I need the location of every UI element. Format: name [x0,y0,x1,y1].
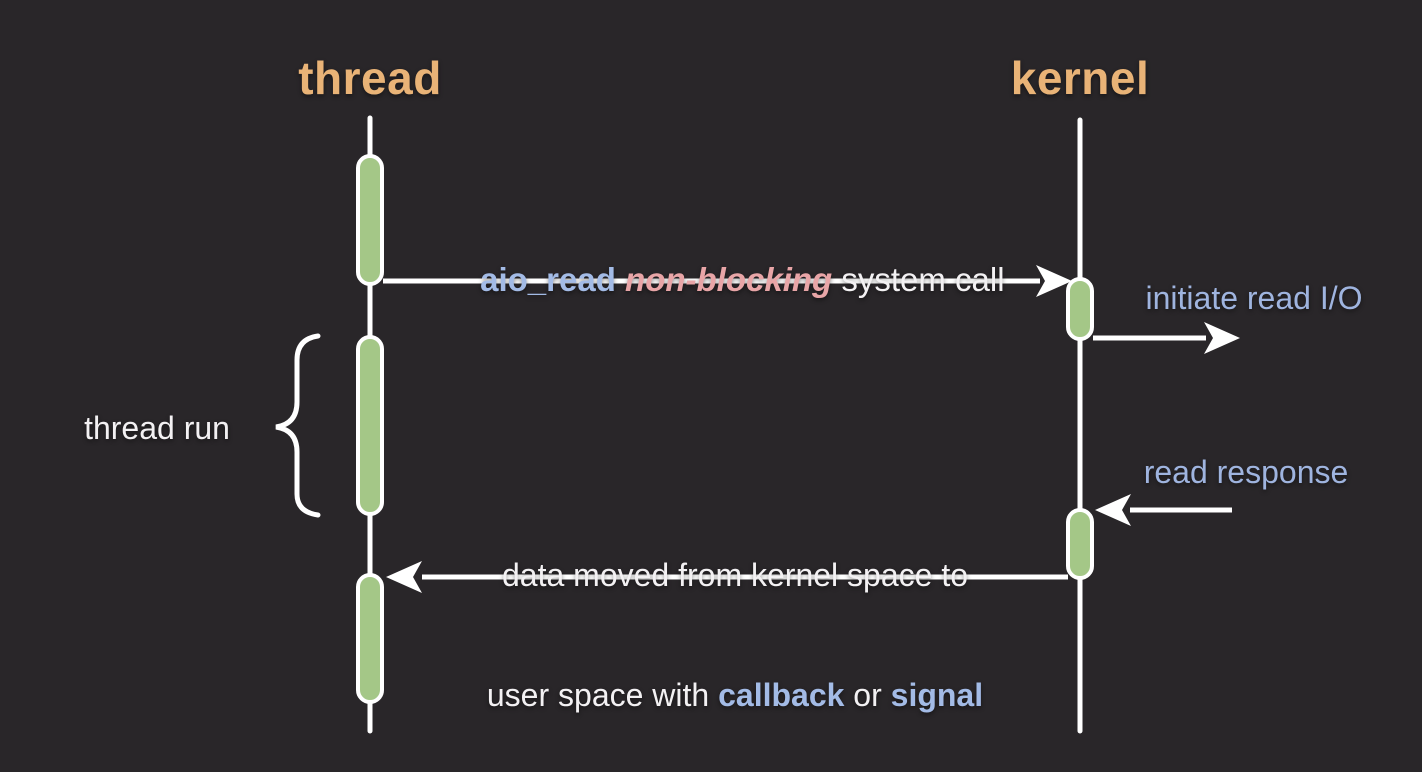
message-label-aio-read: aio_read non-blocking system call [443,218,1004,342]
thread-run-brace-icon [275,333,321,518]
data-moved-arrowhead-icon [386,561,422,593]
data-moved-line2: user space with callback or signal [487,675,983,715]
thread-activation-bar-2 [356,335,384,516]
label-thread-run: thread run [84,410,230,446]
aio-read-arrowhead-icon [1036,265,1072,297]
non-blocking-text: non-blocking [625,261,833,299]
actor-title-kernel: kernel [1010,52,1150,104]
signal-keyword-text: signal [890,677,984,713]
system-call-text: system call [832,261,1005,299]
message-label-data-moved: data moved from kernel space to user spa… [487,475,983,772]
read-response-arrowhead-icon [1095,494,1131,526]
data-moved-line2-or: or [844,677,891,713]
data-moved-line2-prefix: user space with [486,677,719,713]
kernel-activation-bar-1 [1066,277,1094,341]
thread-activation-bar-3 [356,573,384,704]
label-initiate-read-io: initiate read I/O [1145,280,1363,316]
callback-keyword-text: callback [718,677,845,713]
label-read-response: read response [1143,454,1349,490]
kernel-activation-bar-2 [1066,508,1094,580]
data-moved-line1: data moved from kernel space to [501,557,969,593]
thread-activation-bar-1 [356,154,384,286]
initiate-read-arrowhead-icon [1204,322,1240,354]
actor-title-thread: thread [298,52,442,104]
aio-read-code-text: aio_read [480,261,626,299]
